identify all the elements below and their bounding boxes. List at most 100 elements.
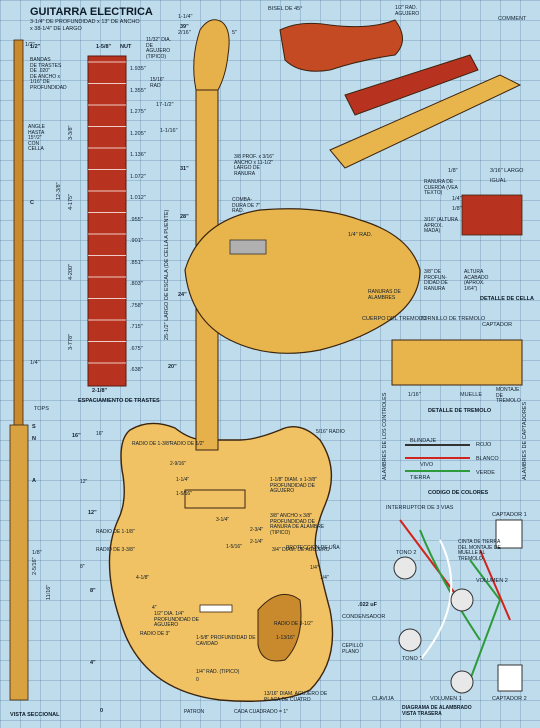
exploded-guitar-body [184,208,421,354]
wiring-label: TONO 2 [396,550,417,556]
scale-number: 8" [90,588,96,594]
color-code-caption: CODIGO DE COLORES [428,490,489,496]
exploded-label: 1/4" RAD. [348,232,373,238]
fret-dimension: .675" [130,345,143,352]
section-caption: VISTA SECCIONAL [10,712,60,718]
headstock-label: COMBA-DURA DE 7" RAD. [232,197,261,214]
wiring-caption: DIAGRAMA DE ALAMBRADO VISTA TRASERA [402,705,472,717]
headstock-label: 2/16" [178,30,191,36]
fret-dimension: .803" [130,281,143,287]
body-dimension: 2-3/4" [250,527,264,533]
cella-label: 3/16" LARGO [490,168,524,174]
fret-dimension: .758" [130,302,143,309]
fret-dimension: 1.136" [130,152,146,158]
page-title: GUITARRA ELECTRICA [30,6,153,18]
headstock-label: 1-1/16" [160,128,178,134]
body-dimension: 1/4" RAD. (TIPICO) [196,669,240,675]
fret-vertical-dim: 3-778" [68,333,74,350]
fret-dimension: 1.275" [130,109,146,115]
fret-top-label: NUT [120,44,132,50]
body-dimension: RADIO DE 3-3/8" [96,547,135,553]
guitar-body-outline [108,422,334,702]
wiring-label: VOLUMEN 1 [430,696,462,702]
fret-dimension: .901" [130,238,143,244]
tremolo-bridge [229,239,267,255]
fret-dimension: .851" [130,259,143,266]
fret-spacing-board [87,55,127,387]
fret-side-note-line: PROFUNDIDAD [30,84,67,91]
fret-vertical-dim: 12-3/8" [56,182,62,200]
headstock-label: 3/8 PROF. x 3/16" ANCHO x 11-1/2" LARGO … [234,154,274,177]
section-label: 11/16" [46,584,52,600]
fret-dimension: 1.355" [130,87,146,94]
body-dimension: RADIO DE 1-1/8" [96,529,135,535]
body-dimension: 2-9/16" [170,461,186,467]
scale-number: 4" [90,660,96,666]
fret-vertical-dim: 4-200" [68,263,74,280]
cella-label: 1/16" [408,392,421,398]
body-dimension: PATRON [184,709,205,715]
subtitle-line-1: 3-1/4" DE PROFUNDIDAD x 13" DE ANCHO [30,19,140,25]
cella-label: MUELLE [460,392,483,398]
headstock-label: 5" [232,30,238,36]
exploded-label: RANURAS DE ALAMBRES [368,289,401,301]
exploded-label: 1/2" RAD. AGUJERO [395,5,420,17]
section-label: S [32,424,36,430]
body-dimension: CADA CUADRADO = 1" [234,709,288,715]
wiring-label: CONDENSADOR [342,614,386,620]
fret-vertical-dim: 3-3/8" [68,125,74,141]
fret-side-note-line: DE .020" [30,68,50,74]
headstock-pattern [193,19,230,91]
body-dimension: PROTECCION DE UÑA [286,545,340,551]
wiring-label: CAPTADOR 1 [492,512,527,518]
body-dimension: 1/4" [320,575,329,581]
scale-number: 39" [180,24,189,30]
wiring-diagram [399,519,511,681]
section-label: TOPS [34,406,49,412]
fret-lines [88,61,126,364]
color-code-row: BLINDAJE [410,438,437,444]
scale-number: 12" [88,510,97,516]
fret-spacing-caption: ESPACIAMIENTO DE TRASTES [78,398,160,404]
body-dimension: 1-13/16" [276,635,295,641]
fret-dimension: 1.935" [130,66,146,72]
exploded-neck [329,74,522,169]
color-code-row: TIERRA [410,475,431,481]
wiring-label: TONO 1 [402,656,423,662]
fret-side-note-line: 1/16" DE [30,79,50,85]
cella-label: 3/16" (ALTURA APROX. MADA) [424,217,458,234]
subtitle-line-2: x 38-1/4" DE LARGO [30,25,82,32]
section-label: N [32,436,36,442]
color-code-right-label: ALAMBRES DE CAPTADORES [522,401,528,480]
exploded-label: COMMENT [498,16,527,22]
body-dimension: 13/16" DIAM. AGUJERO DE PLACA DE CUATRO [264,691,328,703]
pickup-2 [497,664,523,692]
cella-label: IGUAL [490,178,507,184]
body-dimension: 1-1/4" [176,477,190,483]
exploded-label: CUERPO DEL TREMOLO [362,316,427,322]
exploded-label: BISEL DE 45° [268,6,303,12]
body-dimension: 1-1/8" DIAM. x 1-3/8" PROFUNDIDAD DE AGU… [270,477,317,494]
fret-side-note-line: DE ANCHO x [30,73,61,80]
body-dimension: RADIO DE 1/2" [170,441,205,447]
cella-label: 1/4" [452,196,462,202]
volume-1-pot [450,670,474,694]
headstock-label: 17-1/2" [156,102,174,108]
wiring-label: CAPTADOR 2 [492,696,527,702]
neck-side-profile [13,39,24,441]
body-dimension: 1/4" [310,565,319,571]
exploded-label: CAPTADOR [482,322,513,328]
body-dimension: 1-5/16" [176,491,192,497]
wiring-label: CLAVIJA [372,696,394,702]
scale-number: 20" [168,364,177,370]
color-code-left-label: ALAMBRES DE LOS CONTROLES [382,392,388,480]
fret-top-label: 1-5/8" [96,44,112,50]
body-dimension: 16" [96,431,104,437]
body-dimension: 3-1/4" [216,517,230,523]
scale-length-label: 25-1/2" LARGO DE ESCALA (DE CELLA A PUEN… [164,209,170,340]
cella-label: 1/8" [452,206,462,212]
tone-2-pot [393,556,417,580]
wiring-label: .022 uF [358,602,377,608]
scale-number: 16" [72,433,81,439]
